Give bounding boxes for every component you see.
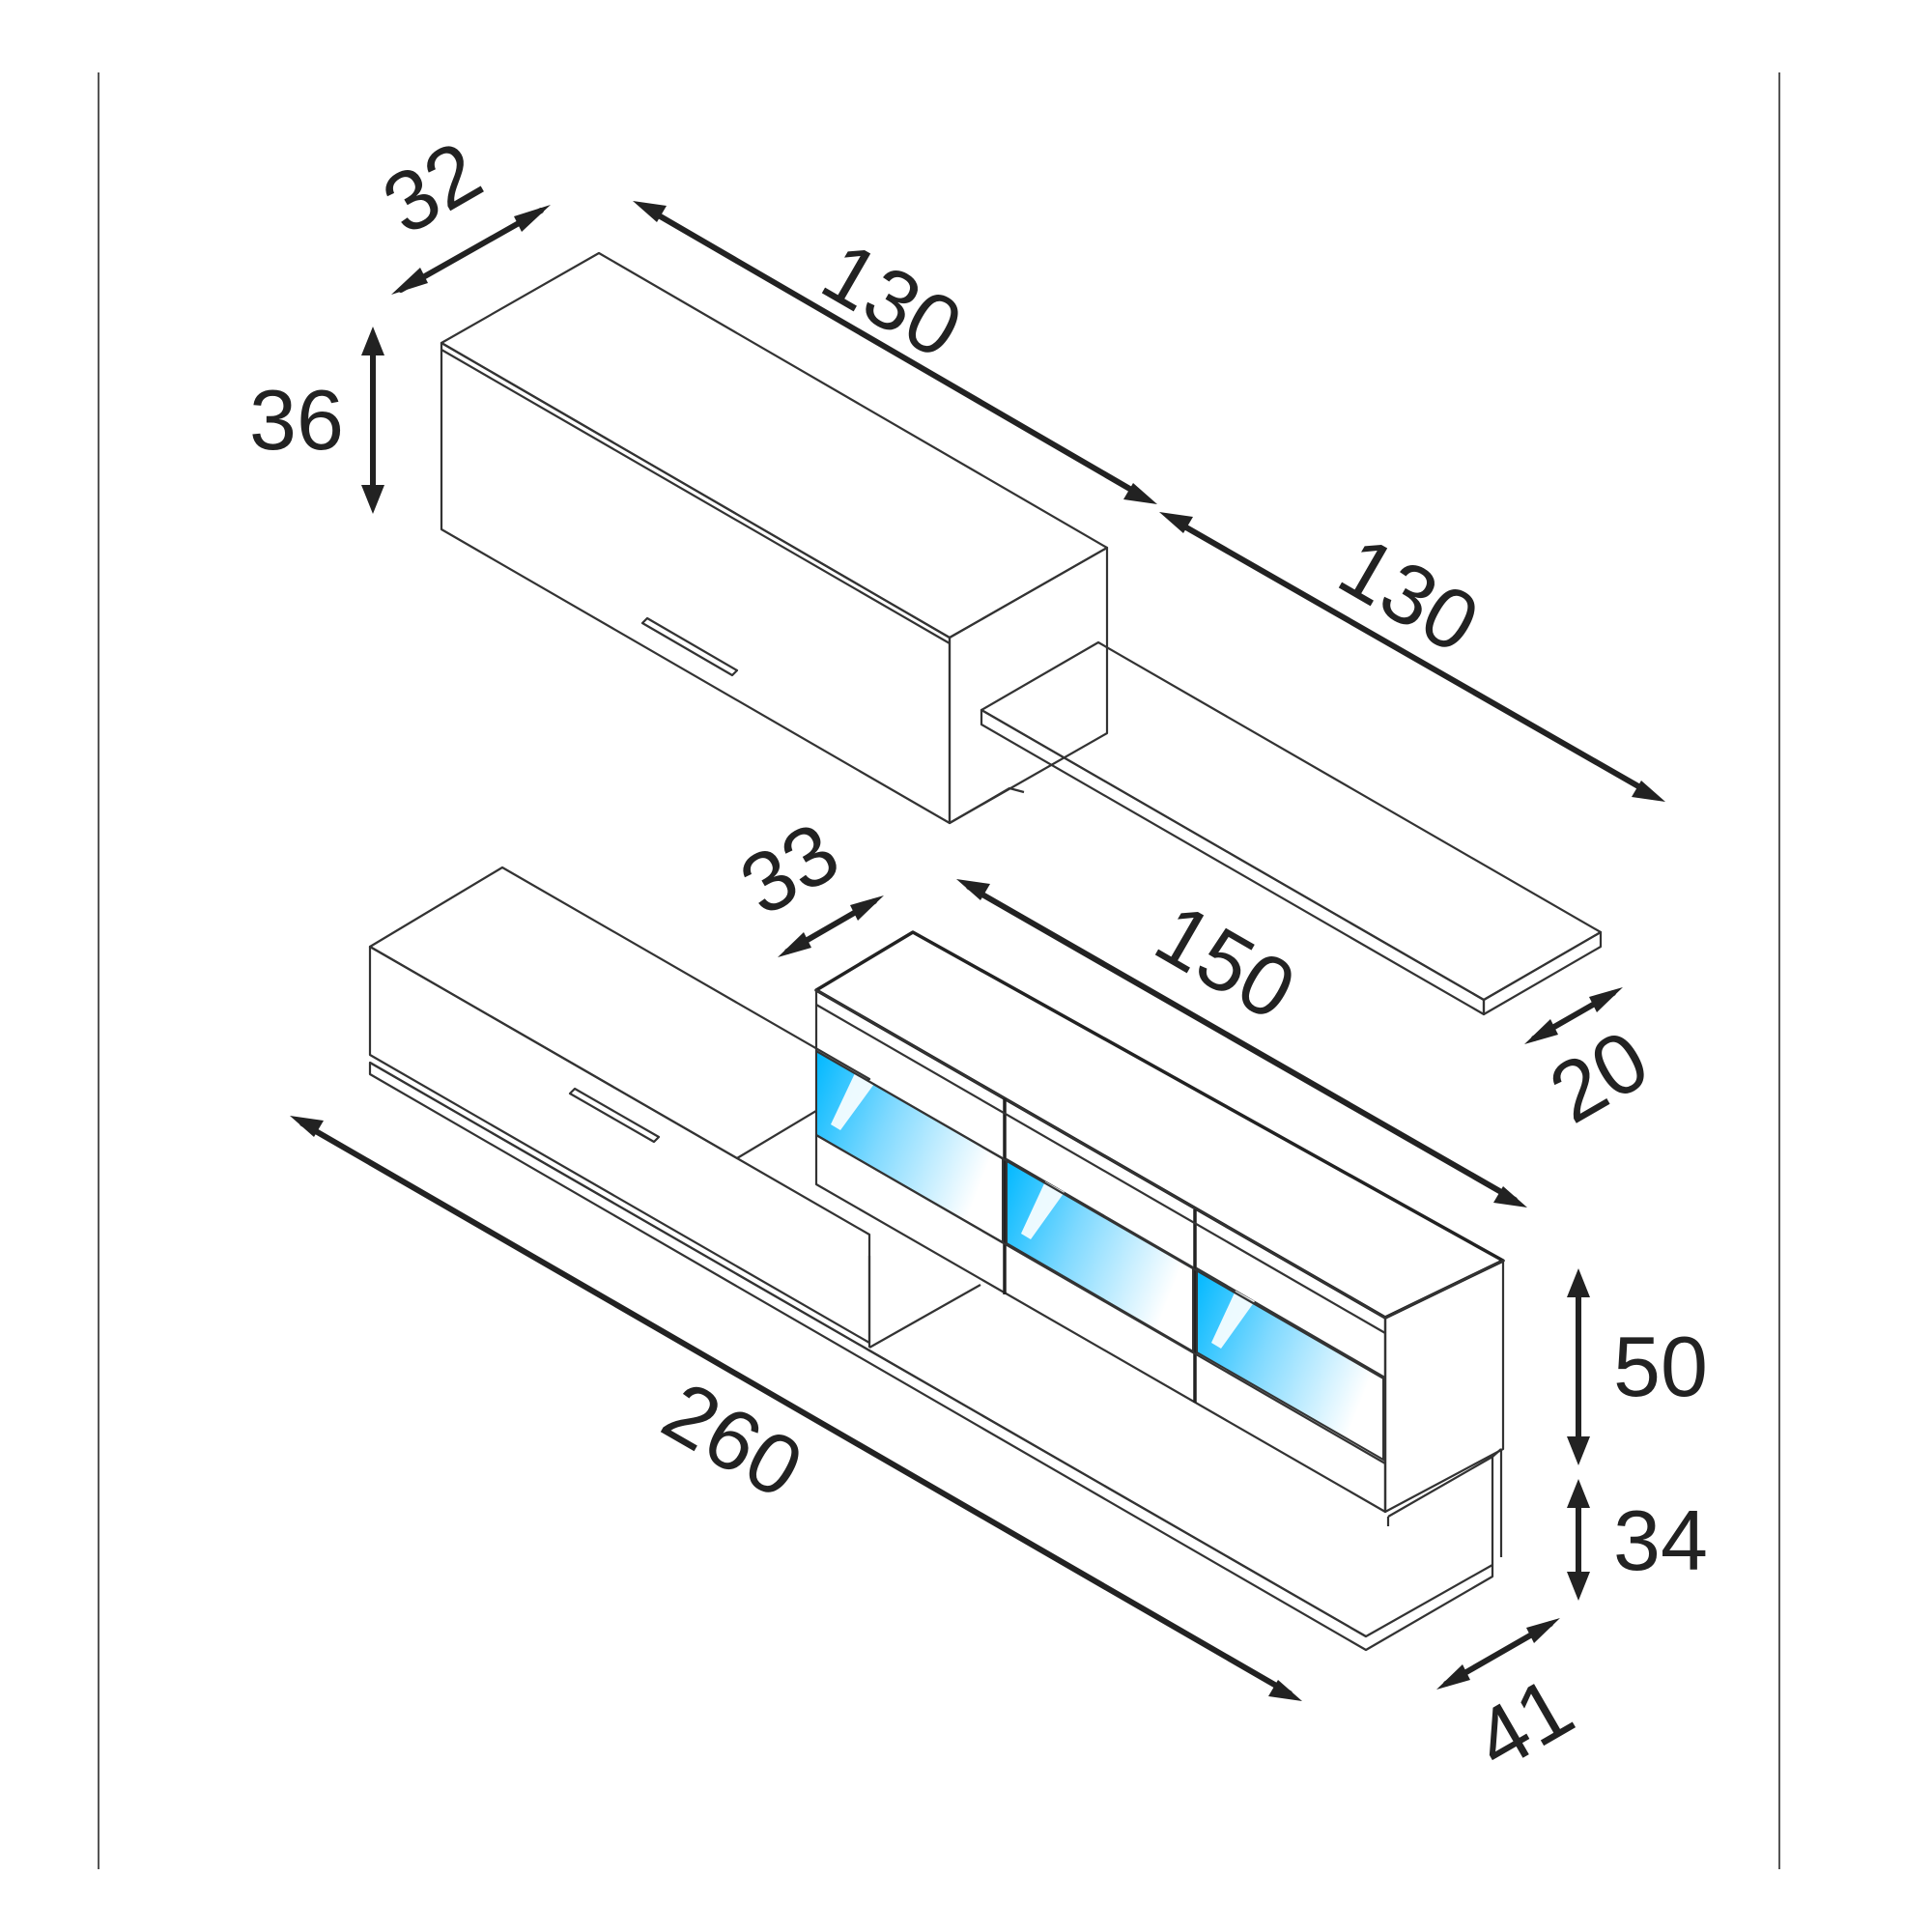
label-upper-cabinet-depth: 32	[367, 123, 497, 253]
glass-pane-middle	[1006, 1157, 1194, 1353]
base-tv-unit	[368, 866, 1503, 1652]
dim-upper-shelf-depth: 20	[1524, 987, 1663, 1141]
upper-wall-shelf	[980, 640, 1603, 1016]
dim-shelf-gap-height: 34	[1567, 1479, 1708, 1601]
dim-glass-cabinet-height: 50	[1567, 1268, 1708, 1465]
dim-base-unit-depth: 41	[1436, 1618, 1588, 1788]
label-upper-shelf-width: 130	[1324, 518, 1495, 671]
upper-wall-cabinet	[440, 251, 1109, 825]
glass-pane-right	[1196, 1266, 1384, 1462]
base-drawer-handle	[568, 1087, 661, 1144]
dim-upper-shelf-width: 130	[1159, 512, 1665, 802]
label-upper-cabinet-width: 130	[808, 223, 979, 377]
dim-upper-cabinet-width: 130	[633, 201, 1157, 504]
label-glass-cabinet-height: 50	[1613, 1319, 1708, 1414]
dim-glass-cabinet-width: 150	[956, 879, 1527, 1208]
label-shelf-gap-height: 34	[1613, 1492, 1708, 1588]
dim-upper-cabinet-depth: 32	[367, 123, 551, 295]
dim-upper-cabinet-height: 36	[249, 327, 384, 514]
glass-display-cabinet	[814, 930, 1505, 1514]
label-glass-cabinet-depth: 33	[724, 804, 854, 934]
label-upper-cabinet-height: 36	[249, 372, 344, 468]
label-glass-cabinet-width: 150	[1141, 885, 1312, 1038]
dim-base-unit-width: 260	[290, 1116, 1302, 1701]
label-base-unit-depth: 41	[1459, 1659, 1588, 1789]
upper-cabinet-handle	[640, 616, 739, 677]
label-base-unit-width: 260	[648, 1363, 819, 1517]
dim-glass-cabinet-depth: 33	[724, 804, 884, 957]
